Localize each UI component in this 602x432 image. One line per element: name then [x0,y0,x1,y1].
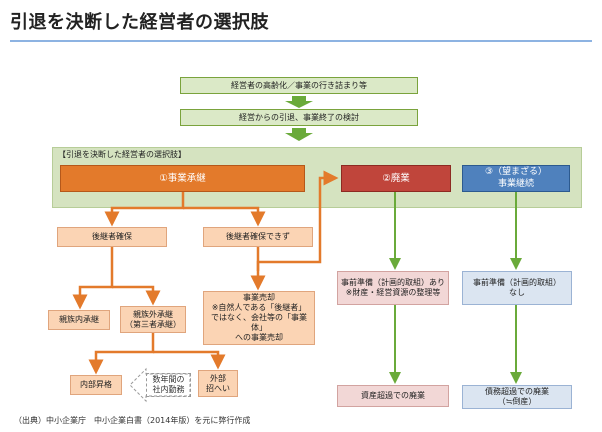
page-title: 引退を決断した経営者の選択肢 [10,12,269,33]
source-note: （出典）中小企業庁 中小企業白書（2014年版）を元に弊行作成 [14,416,251,425]
business-sale: 事業売却 ※自然人である「後継者」 ではなく、会社等の「事業体」 への事業売却 [203,291,315,345]
family-succession: 親族内承継 [48,310,110,330]
external-succession: 親族外承継 （第三者承継） [120,306,186,333]
arrow-sale-to-closure [256,170,339,271]
down-arrow-1 [285,96,313,108]
title-underline [10,40,592,42]
step-retirement-consideration: 経営からの引退、事業終了の検討 [180,109,418,126]
arrow-external-to-internal [88,333,155,375]
arrow-external-to-outside [153,350,226,370]
continue-no-preparation: 事前準備（計画的取組） なし [462,271,572,305]
internal-promotion: 内部昇格 [70,375,122,395]
option-succession: ①事業承継 [60,165,305,192]
options-panel-label: 【引退を決断した経営者の選択肢】 [58,150,186,159]
continue-insolvent-closure: 債務超過での廃業 （≒倒産） [462,385,572,409]
arrow-secured-to-types [72,247,114,310]
step-aging: 経営者の高齢化／事業の行き詰まり等 [180,77,418,94]
internal-note: 数年間の 社内勤務 [146,373,191,397]
down-arrow-2 [285,128,313,141]
internal-note-arrow [129,367,191,403]
successor-secured: 後継者確保 [57,227,167,247]
arrow-secured-to-external [112,285,161,306]
closure-preparation: 事前準備（計画的取組）あり ※財産・経営資源の整理等 [337,271,449,305]
external-hire: 外部 招へい [198,370,238,397]
option-unwanted-continuation: ③（望まざる） 事業継続 [462,165,570,192]
arrow-succession-to-secured [104,192,185,227]
closure-asset-surplus: 資産超過での廃業 [337,385,449,407]
arrow-succession-to-notsecured [183,206,266,227]
successor-not-secured: 後継者確保できず [203,227,313,247]
option-closure: ②廃業 [341,165,451,192]
